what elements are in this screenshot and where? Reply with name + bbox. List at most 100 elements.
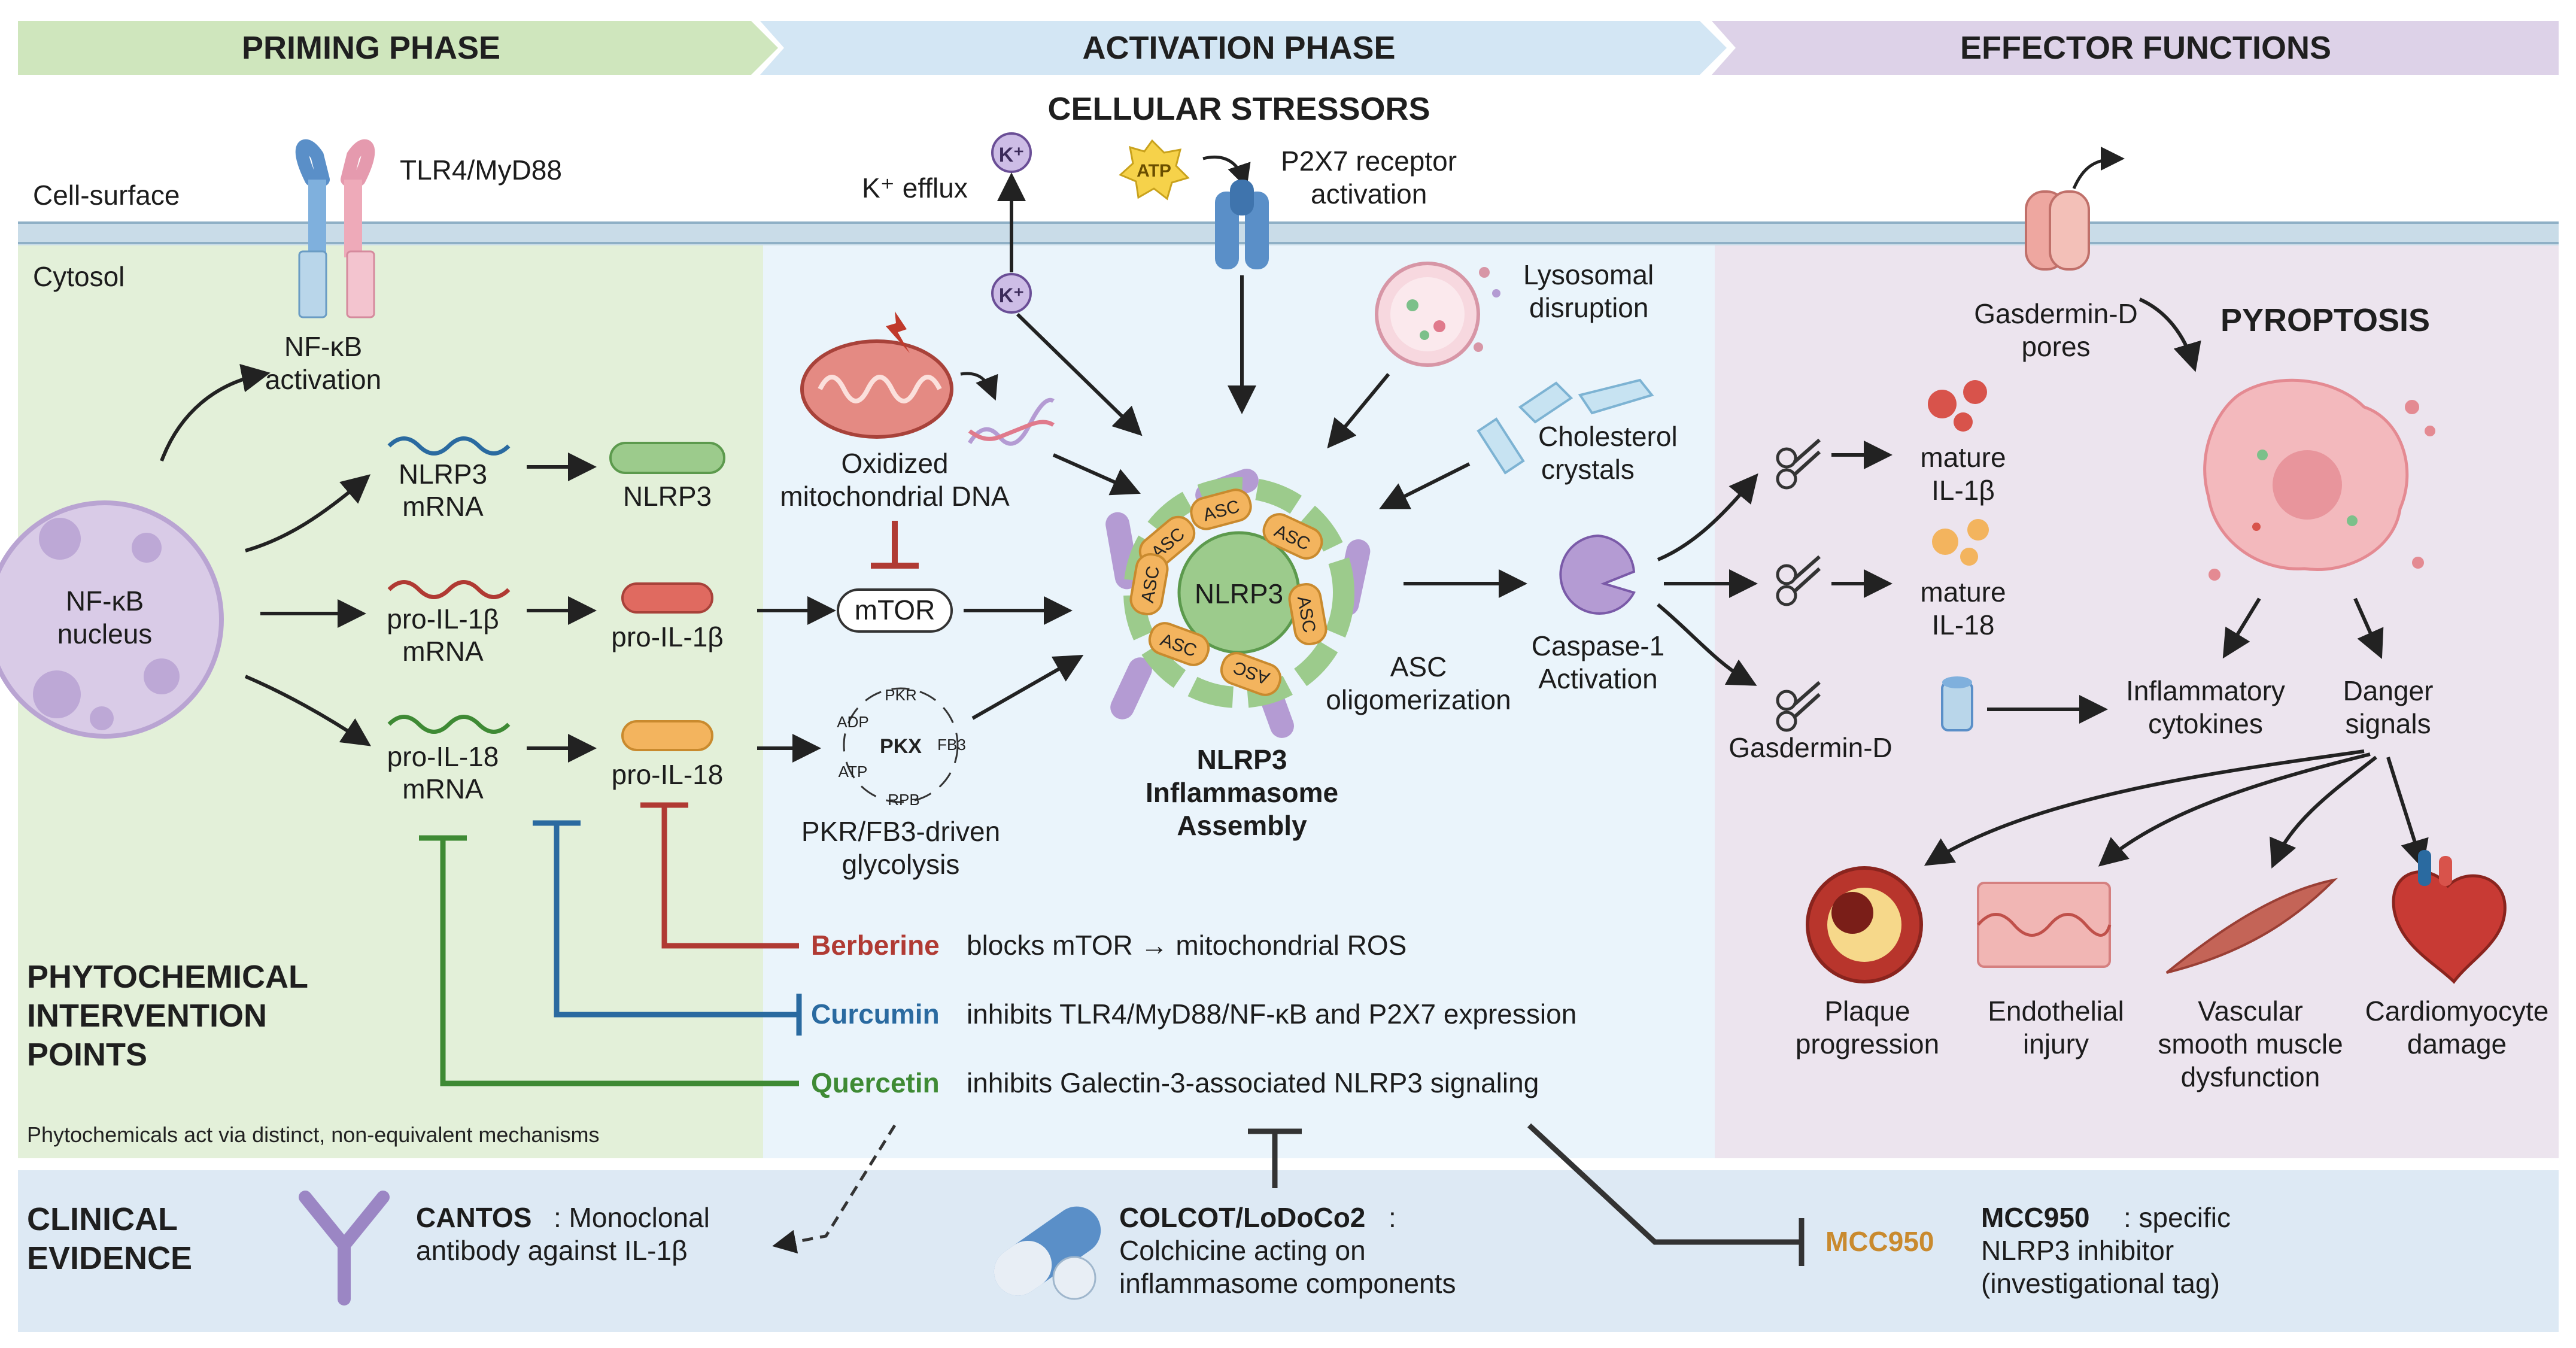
clinical-title-1: CLINICAL	[27, 1201, 178, 1237]
outcome-3-label-3: dysfunction	[2181, 1061, 2320, 1092]
colchicine-pill-icon	[994, 1206, 1101, 1300]
svg-text:K⁺: K⁺	[999, 144, 1025, 166]
colcot-text-2: inflammasome components	[1119, 1268, 1456, 1299]
p2x7-label-1: P2X7 receptor	[1281, 145, 1457, 177]
gasdermin-pores-label-1: Gasdermin-D	[1974, 298, 2138, 329]
tlr4-label: TLR4/MyD88	[400, 154, 562, 186]
heart-icon	[2392, 850, 2507, 984]
asc-unit-3: ASC	[1262, 513, 1323, 560]
curcumin-line	[554, 823, 799, 1018]
pyroptotic-cell-icon	[2203, 378, 2435, 581]
smooth-muscle-icon	[2165, 878, 2338, 974]
mature-il1b-label-2: IL-1β	[1931, 475, 1995, 506]
nlrp3-protein-icon	[609, 442, 725, 474]
colcot-text-1: Colchicine acting on	[1119, 1235, 1366, 1266]
intervention-note: Phytochemicals act via distinct, non-equ…	[27, 1122, 599, 1147]
svg-text:FB3: FB3	[937, 736, 966, 754]
cytokines-label-1: Inflammatory	[2126, 675, 2285, 706]
cell-membrane	[18, 221, 2559, 245]
lysosome-label-2: disruption	[1529, 292, 1648, 323]
svg-text:ATP: ATP	[1137, 161, 1171, 181]
mito-label-1: Oxidized	[842, 448, 949, 479]
lysosome-icon	[1375, 262, 1500, 367]
nlrp3-protein-label: NLRP3	[623, 481, 712, 512]
outcome-4-label-2: damage	[2407, 1028, 2507, 1059]
effector-banner	[1712, 21, 2559, 75]
nfkb-nucleus-icon	[0, 500, 224, 739]
cholesterol-crystals-icon	[1477, 378, 1654, 475]
danger-label-1: Danger	[2343, 675, 2434, 706]
scissors-icon-2	[1776, 555, 1821, 606]
caspase-label-1: Caspase-1	[1532, 630, 1664, 661]
priming-banner	[18, 21, 778, 75]
outcome-3-label-1: Vascular	[2198, 995, 2303, 1027]
mito-label-2: mitochondrial DNA	[780, 481, 1010, 512]
il18-mrna-label-1: pro-IL-18	[387, 741, 499, 772]
outcome-4-label-1: Cardiomyocyte	[2365, 995, 2549, 1027]
intervention-title-1: PHYTOCHEMICAL	[27, 959, 308, 995]
quercetin-name: Quercetin	[811, 1067, 940, 1098]
svg-text:ATP: ATP	[839, 763, 868, 781]
berberine-line	[661, 805, 799, 949]
intervention-title-2: INTERVENTION	[27, 998, 267, 1034]
clinical-panel	[18, 1170, 2559, 1332]
scissors-icon-1	[1776, 438, 1821, 490]
il18-mrna-wave	[387, 715, 511, 734]
k-efflux-label: K⁺ efflux	[862, 172, 968, 204]
endothelium-icon	[1977, 882, 2112, 968]
mtdna-helix-icon	[968, 398, 1055, 446]
mtor-box	[837, 588, 953, 633]
svg-text:RPB: RPB	[888, 791, 919, 809]
mature-il18-label-2: IL-18	[1932, 609, 1995, 640]
nlrp3-mrna-wave	[387, 436, 511, 456]
il18-protein-label: pro-IL-18	[612, 759, 724, 790]
cellular-stressors-title: CELLULAR STRESSORS	[1047, 91, 1430, 127]
svg-text:K⁺: K⁺	[999, 284, 1025, 307]
intervention-title-3: POINTS	[27, 1037, 147, 1073]
activation-banner	[760, 21, 1727, 75]
mcc950-text-2: (investigational tag)	[1981, 1268, 2220, 1299]
nlrp3-mrna-label-2: mRNA	[402, 491, 484, 522]
nfkb-activation-label-2: activation	[265, 364, 381, 395]
p2x7-channel-icon	[1215, 180, 1269, 269]
quercetin-line	[440, 838, 799, 1086]
effector-phase-title: EFFECTOR FUNCTIONS	[1960, 30, 2331, 66]
il1b-mrna-wave	[387, 580, 511, 599]
plaque-artery-icon	[1806, 866, 1923, 983]
cantos-text-2: antibody against IL-1β	[416, 1235, 688, 1266]
k-ion-lower-icon: K⁺	[991, 273, 1032, 314]
cholesterol-label-1: Cholesterol	[1538, 421, 1678, 452]
activation-phase-title: ACTIVATION PHASE	[1082, 30, 1395, 66]
nlrp3-mrna-label-1: NLRP3	[399, 459, 487, 490]
berberine-name: Berberine	[811, 930, 940, 961]
clinical-title-2: EVIDENCE	[27, 1240, 192, 1276]
mitochondria-icon	[800, 311, 953, 439]
assembly-label-3: Assembly	[1177, 810, 1307, 841]
mcc950-line	[1527, 1123, 1802, 1245]
curcumin-name: Curcumin	[811, 998, 940, 1030]
berberine-text: blocks mTOR → mitochondrial ROS	[967, 930, 1407, 961]
outcome-2-label-2: injury	[2023, 1028, 2089, 1059]
glycolysis-cycle-icon: PKX PKR FB3 RPB ATP ADP	[837, 686, 966, 809]
cytosol-label: Cytosol	[33, 261, 124, 292]
il18-mrna-label-2: mRNA	[402, 773, 484, 804]
colcot-text-0: :	[1389, 1202, 1396, 1233]
asc-unit-6: ASC	[1148, 622, 1210, 666]
gasdermin-label: Gasdermin-D	[1729, 732, 1892, 763]
p2x7-label-2: activation	[1311, 178, 1427, 210]
gasdermin-pore-icon	[2025, 190, 2090, 271]
glycolysis-label-1: PKR/FB3-driven	[801, 816, 1000, 847]
atp-star-icon: ATP	[1119, 139, 1190, 201]
danger-label-2: signals	[2345, 708, 2431, 739]
lysosome-label-1: Lysosomal	[1523, 259, 1654, 290]
caspase1-icon	[1559, 534, 1636, 615]
asc-unit-2: ASC	[1190, 488, 1252, 530]
mcc950-name: MCC950	[1981, 1202, 2090, 1233]
mature-il1b-label-1: mature	[1920, 442, 2006, 473]
mcc950-text-1: NLRP3 inhibitor	[1981, 1235, 2174, 1266]
glycolysis-label-2: glycolysis	[842, 849, 960, 880]
outcome-1-label-2: progression	[1796, 1028, 1939, 1059]
outcome-2-label-1: Endothelial	[1988, 995, 2124, 1027]
